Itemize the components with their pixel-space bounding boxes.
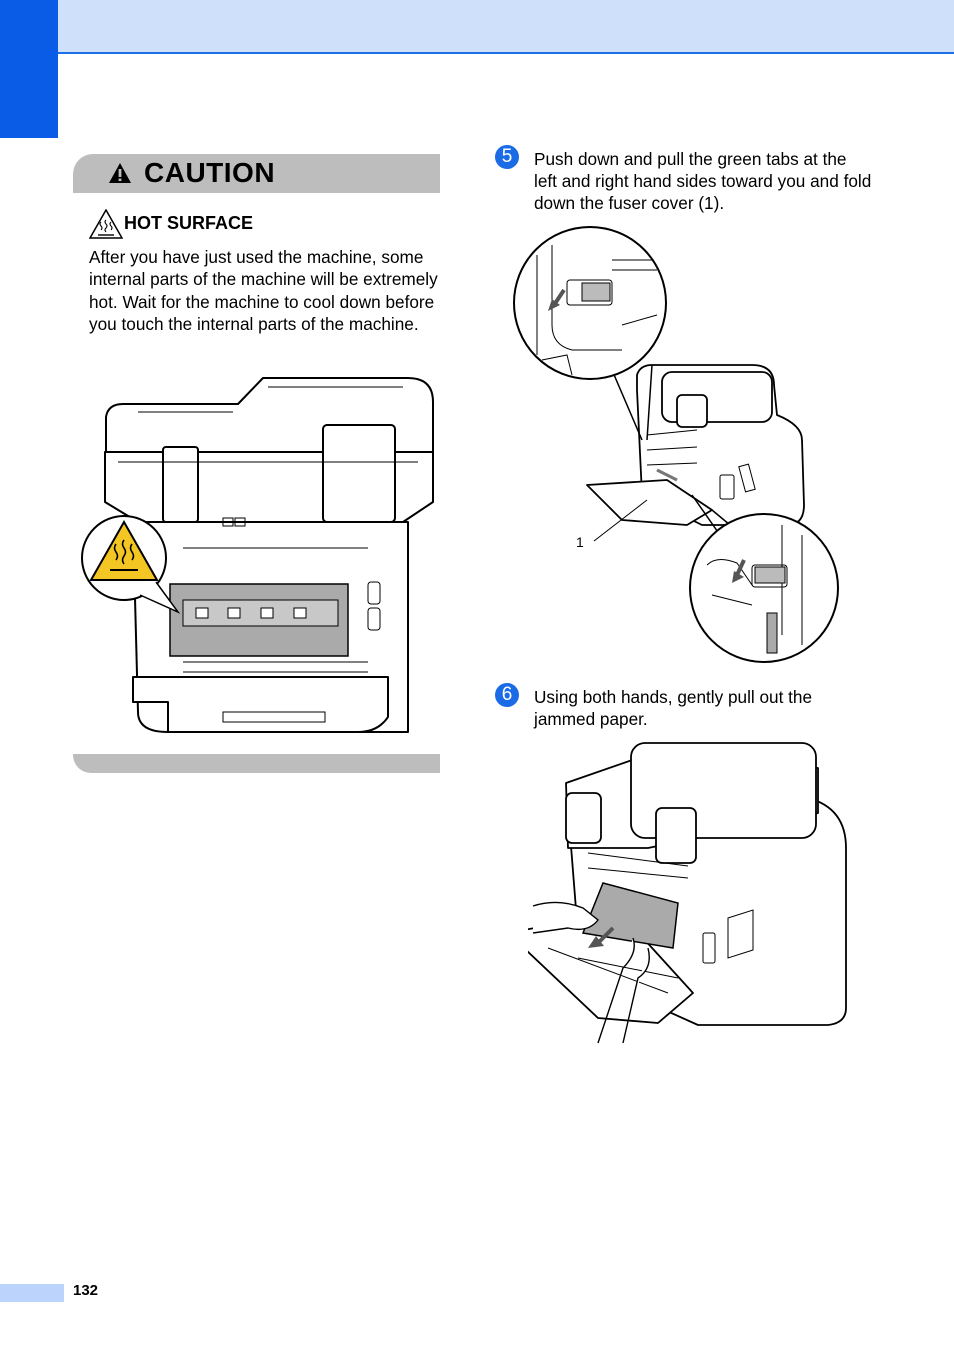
- warning-triangle-icon: [109, 163, 131, 183]
- step-5-text: Push down and pull the green tabs at the…: [534, 149, 872, 214]
- chapter-tab: [0, 0, 58, 138]
- header-band: [0, 0, 954, 54]
- hot-surface-label: HOT SURFACE: [124, 213, 254, 233]
- callout-label-1: 1: [576, 534, 584, 550]
- step-6-number: 6: [495, 683, 519, 707]
- fuser-cover-figure: 1: [513, 226, 839, 663]
- page-number-bar: [0, 1284, 64, 1302]
- hot-surface-icon: [89, 209, 123, 239]
- printer-hot-surface-figure: [81, 377, 434, 733]
- jammed-paper-figure: [528, 742, 847, 1044]
- caution-end-bar: [73, 754, 440, 773]
- page-number: 132: [73, 1282, 99, 1299]
- caution-body: After you have just used the machine, so…: [89, 247, 438, 335]
- caution-bar: CAUTION: [73, 154, 440, 193]
- step-5-number: 5: [495, 145, 519, 169]
- caution-title: CAUTION: [144, 157, 276, 188]
- step-6-text: Using both hands, gently pull out the ja…: [534, 687, 813, 730]
